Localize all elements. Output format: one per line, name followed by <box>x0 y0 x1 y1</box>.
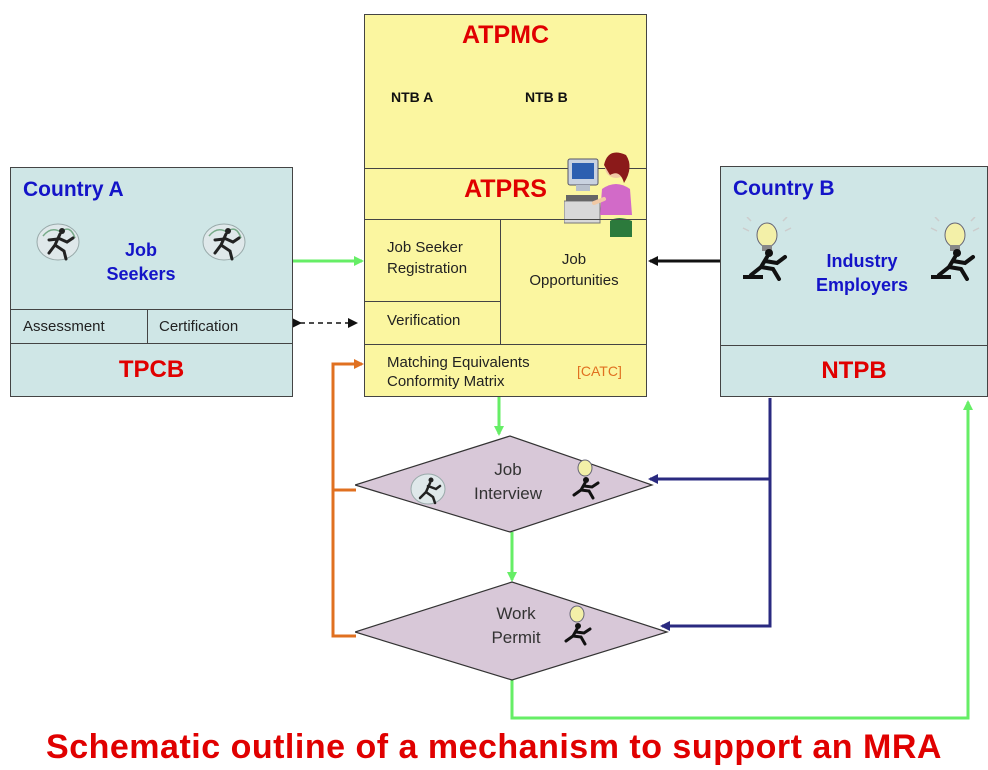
country-a-title: Country A <box>23 178 124 201</box>
opportunities-line1: Job <box>561 251 587 268</box>
job-seekers-line1: Job <box>124 240 157 260</box>
country-b-box: Country B Industry Employers NTPB <box>720 166 988 397</box>
interview-job-seeker-icon <box>410 473 446 505</box>
country-a-box: Country A Job Seekers Assessment Certifi… <box>10 167 293 397</box>
catc-label: [CATC] <box>577 363 622 379</box>
job-seeker-icon <box>36 223 80 261</box>
industry-employers-label: Industry Employers <box>799 249 925 297</box>
arrow-feedback-orange-2 <box>331 359 364 638</box>
registration-line2: Registration <box>387 260 468 277</box>
center-box: ATPMC NTB A NTB B ATPRS Job Seeker Regis… <box>364 14 647 397</box>
job-seekers-line2: Seekers <box>106 264 176 284</box>
industry-employers-line2: Employers <box>815 275 909 295</box>
assessment-label: Assessment <box>23 318 105 335</box>
work-permit-diamond <box>355 581 669 681</box>
job-interview-label: Job Interview <box>448 458 568 506</box>
matching-line2: Conformity Matrix <box>387 373 505 390</box>
certification-label: Certification <box>159 318 239 335</box>
permit-line1: Work <box>496 604 536 623</box>
arrow-permit-to-ntpb <box>510 400 973 720</box>
job-interview-diamond <box>355 435 654 533</box>
country-b-title: Country B <box>733 177 835 200</box>
arrow-ntpb-to-permit <box>660 479 772 631</box>
job-opportunities-label: Job Opportunities <box>502 249 646 291</box>
verification-label: Verification <box>387 312 461 329</box>
matching-label: Matching Equivalents Conformity Matrix <box>387 353 530 391</box>
job-seekers-label: Job Seekers <box>91 238 191 286</box>
permit-line2: Permit <box>491 628 541 647</box>
industry-employers-line1: Industry <box>826 251 898 271</box>
industry-employer-icon-2 <box>930 217 980 281</box>
matching-line1: Matching Equivalents <box>387 354 530 371</box>
work-permit-label: Work Permit <box>456 602 576 650</box>
ntb-a-label: NTB A <box>391 89 434 105</box>
operator-at-computer-icon <box>564 152 632 237</box>
tpcb-label: TPCB <box>118 356 185 383</box>
job-seeker-icon-2 <box>202 223 246 261</box>
registration-line1: Job Seeker <box>387 239 463 256</box>
ntpb-label: NTPB <box>821 357 887 384</box>
permit-employer-icon <box>564 605 592 646</box>
atprs-title: ATPRS <box>464 175 547 203</box>
interview-employer-icon <box>572 459 600 500</box>
interview-line1: Job <box>494 460 522 479</box>
opportunities-line2: Opportunities <box>529 272 619 289</box>
ntb-b-label: NTB B <box>525 89 568 105</box>
interview-line2: Interview <box>473 484 543 503</box>
arrow-ntpb-to-interview <box>648 398 772 484</box>
industry-employer-icon <box>742 217 792 281</box>
caption: Schematic outline of a mechanism to supp… <box>46 728 942 766</box>
job-seeker-registration-label: Job Seeker Registration <box>387 237 467 279</box>
atpmc-title: ATPMC <box>461 21 550 49</box>
